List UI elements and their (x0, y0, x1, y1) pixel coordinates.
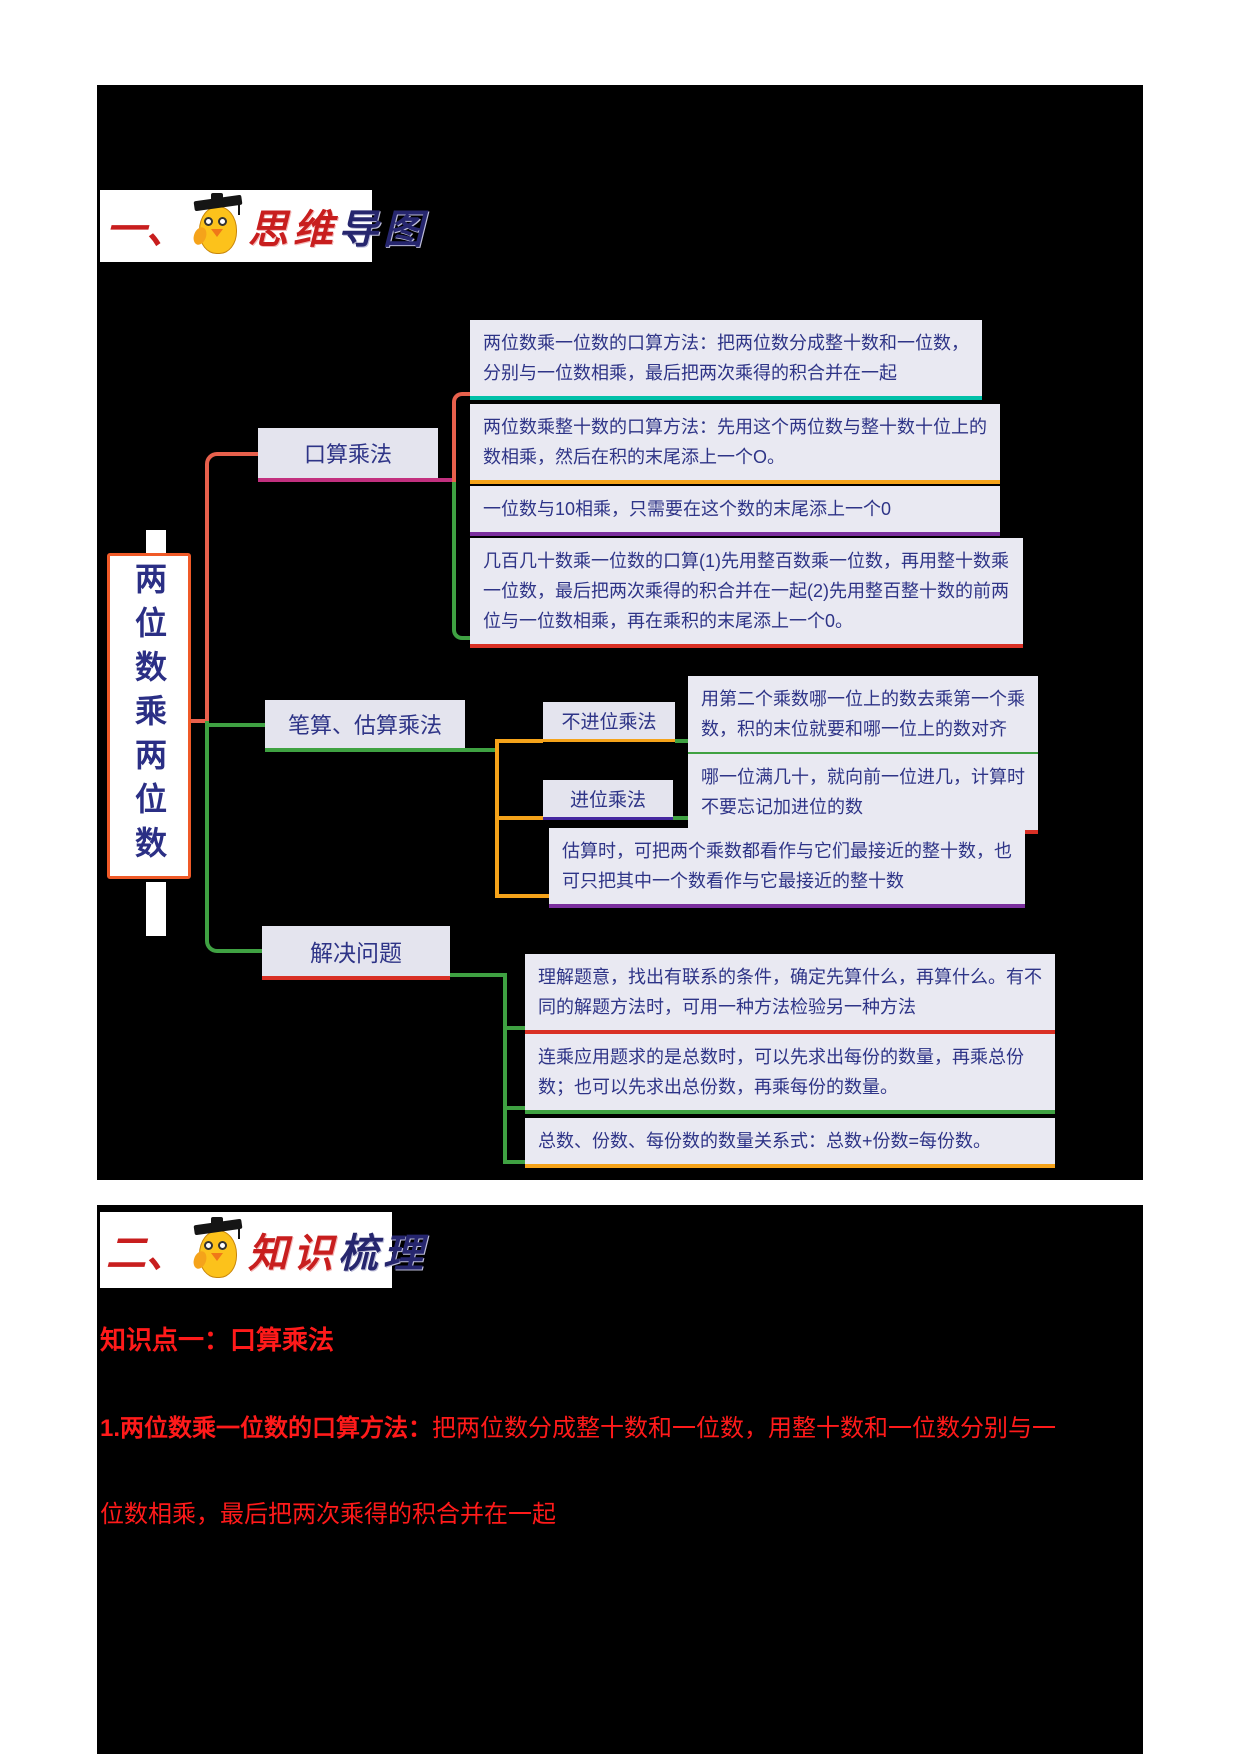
connector-trunk-written (205, 723, 265, 727)
branch-label-oral: 口算乘法 (258, 428, 438, 482)
connector-oral-upper (452, 392, 470, 482)
section2-title-red: 知识 (248, 1231, 338, 1276)
chick-scholar-icon (191, 193, 244, 259)
node-oral-3: 一位数与10相乘，只需要在这个数的末尾添上一个0 (470, 486, 1000, 536)
connector-solve-bracket (503, 973, 507, 1164)
node-oral-1: 两位数乘一位数的口算方法：把两位数分成整十数和一位数，分别与一位数相乘，最后把两… (470, 320, 982, 400)
section2-title-blue: 梳理 (338, 1231, 428, 1276)
mindmap-root-text: 两位数乘两位数 (131, 562, 167, 870)
connector-written-label-stub (465, 748, 497, 752)
connector-trunk-solve (205, 721, 262, 953)
branch-label-solve-text: 解决问题 (310, 940, 402, 966)
section1-title-red: 思维 (248, 207, 338, 252)
connector-oral-label-stub (438, 478, 454, 482)
node-estimate: 估算时，可把两个乘数都看作与它们最接近的整十数，也可只把其中一个数看作与它最接近… (549, 828, 1025, 908)
sublabel-carry: 进位乘法 (543, 780, 673, 820)
node-carry-desc: 哪一位满几十，就向前一位进几，计算时不要忘记加进位的数 (688, 754, 1038, 834)
connector-solve-stub3 (507, 1160, 525, 1164)
connector-solve-stub2 (507, 1106, 525, 1110)
connector-solve-label-stub (450, 973, 505, 977)
root-top-handle (146, 530, 166, 553)
connector-solve-stub1 (507, 1026, 525, 1030)
chick-scholar-icon (191, 1217, 244, 1283)
knowledge-panel (97, 1205, 1143, 1754)
section1-header: 一、 思维导图 (100, 190, 423, 262)
section2-header: 二、 知识梳理 (100, 1212, 423, 1288)
connector-trunk-oral (205, 452, 258, 721)
sublabel-carry-text: 进位乘法 (569, 790, 646, 811)
node-oral-4: 几百几十数乘一位数的口算(1)先用整百数乘一位数，再用整十数乘一位数，最后把两次… (470, 538, 1023, 648)
connector-root-stub (191, 719, 205, 723)
section1-title: 思维导图 (248, 197, 428, 255)
section2-number: 二、 (106, 1231, 186, 1276)
branch-label-oral-text: 口算乘法 (303, 442, 392, 467)
branch-label-solve: 解决问题 (262, 926, 450, 980)
connector-oral-lower (452, 482, 470, 640)
sublabel-no-carry-text: 不进位乘法 (561, 712, 657, 733)
node-solve-2: 连乘应用题求的是总数时，可以先求出每份的数量，再乘总份数；也可以先求出总份数，再… (525, 1034, 1055, 1114)
connector-written-stub-top (499, 739, 543, 743)
connector-written-stub-mid (499, 816, 543, 820)
sublabel-no-carry: 不进位乘法 (543, 702, 675, 742)
node-solve-3: 总数、份数、每份数的数量关系式：总数+份数=每份数。 (525, 1118, 1055, 1168)
connector-written-bracket (495, 739, 499, 898)
section1-number: 一、 (106, 207, 186, 252)
branch-label-written-text: 笔算、估算乘法 (287, 713, 442, 738)
connector-nocarry-stub (675, 739, 688, 743)
section2-title: 知识梳理 (248, 1221, 428, 1279)
mindmap-root: 两位数乘两位数 (107, 553, 191, 879)
section1-title-blue: 导图 (338, 207, 428, 252)
knowledge-point1-lead: 1.两位数乘一位数的口算方法： (100, 1415, 433, 1442)
knowledge-point1-line1: 1.两位数乘一位数的口算方法：把两位数分成整十数和一位数，用整十数和一位数分别与… (100, 1408, 1056, 1443)
node-oral-2: 两位数乘整十数的口算方法：先用这个两位数与整十数十位上的数相乘，然后在积的末尾添… (470, 404, 1000, 484)
knowledge-point1-text: 把两位数分成整十数和一位数，用整十数和一位数分别与一 (432, 1415, 1057, 1442)
connector-carry-stub (673, 816, 688, 820)
node-solve-1: 理解题意，找出有联系的条件，确定先算什么，再算什么。有不同的解题方法时，可用一种… (525, 954, 1055, 1034)
root-bottom-handle (146, 882, 166, 936)
connector-written-stub-bottom (499, 894, 549, 898)
branch-label-written: 笔算、估算乘法 (265, 700, 465, 752)
knowledge-point1-line2: 位数相乘，最后把两次乘得的积合并在一起 (100, 1501, 556, 1528)
knowledge-point1-heading: 知识点一：口算乘法 (100, 1325, 335, 1355)
node-no-carry-desc: 用第二个乘数哪一位上的数去乘第一个乘数，积的末位就要和哪一位上的数对齐 (688, 676, 1038, 756)
